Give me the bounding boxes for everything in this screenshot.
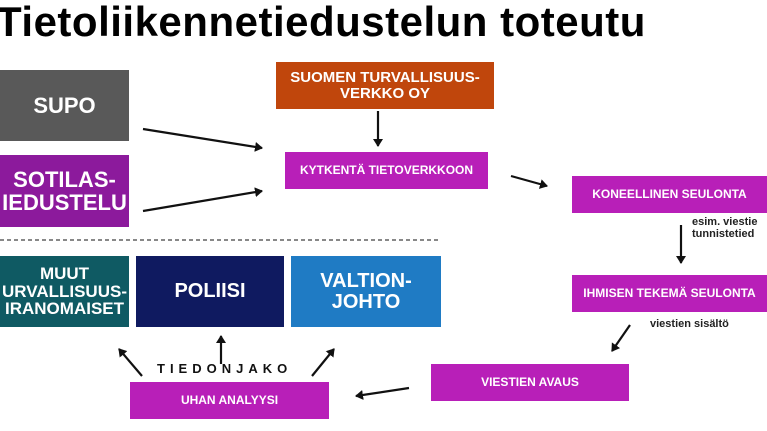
- turvallisuusverkko-label-line1: SUOMEN TURVALLISUUS-: [290, 68, 480, 86]
- page-title: Tietoliikennetiedustelun toteutu: [0, 0, 646, 45]
- tiedonjako-label: TIEDONJAKO: [157, 361, 293, 376]
- arrow-sotilas-to-kytkenta: [142, 187, 263, 213]
- kytkenta-box: KYTKENTÄ TIETOVERKKOON: [285, 152, 488, 189]
- sotilastiedustelu-label-line1: SOTILAS-: [13, 166, 116, 192]
- arrow-ihminen-to-avaus: [611, 324, 631, 352]
- muut-viranomaiset-label-line2: URVALLISUUS-: [2, 281, 127, 301]
- esim-annotation-line2: tunnistetied: [692, 228, 755, 240]
- sisalto-annotation: viestien sisältö: [650, 318, 729, 330]
- turvallisuusverkko-label-line2: VERKKO OY: [339, 84, 430, 102]
- koneellinen-seulonta-label: KONEELLINEN SEULONTA: [592, 187, 747, 202]
- poliisi-label: POLIISI: [174, 280, 246, 302]
- muut-viranomaiset-box: MUUT URVALLISUUS- IRANOMAISET: [0, 256, 129, 327]
- kytkenta-label: KYTKENTÄ TIETOVERKKOON: [299, 163, 474, 178]
- viestien-avaus-label: VIESTIEN AVAUS: [481, 375, 579, 390]
- koneellinen-seulonta-box: KONEELLINEN SEULONTA: [572, 176, 767, 213]
- sotilastiedustelu-box: SOTILAS- IEDUSTELU: [0, 155, 129, 227]
- arrow-uhan-to-muut: [118, 348, 143, 377]
- uhan-analyysi-box: UHAN ANALYYSI: [130, 382, 329, 419]
- arrow-supo-to-kytkenta: [142, 127, 263, 152]
- arrow-avaus-to-uhan: [355, 386, 410, 400]
- valtionjohto-label-line2: JOHTO: [331, 290, 401, 313]
- esim-annotation-line1: esim. viestie: [692, 216, 758, 228]
- turvallisuusverkko-box: SUOMEN TURVALLISUUS- VERKKO OY: [276, 62, 494, 109]
- muut-viranomaiset-label-line3: IRANOMAISET: [5, 299, 124, 319]
- valtionjohto-label-line1: VALTION-: [320, 269, 412, 292]
- supo-box: SUPO: [0, 70, 129, 141]
- viestien-avaus-box: VIESTIEN AVAUS: [431, 364, 629, 401]
- valtionjohto-box: VALTION- JOHTO: [291, 256, 441, 327]
- ihmisen-seulonta-box: IHMISEN TEKEMÄ SEULONTA: [572, 275, 767, 312]
- supo-label: SUPO: [33, 92, 96, 118]
- muut-viranomaiset-label-line1: MUUT: [39, 263, 90, 283]
- arrow-uhan-to-valtionjohto: [311, 348, 335, 377]
- esim-annotation: esim. viestie tunnistetied: [692, 216, 757, 240]
- uhan-analyysi-label: UHAN ANALYYSI: [180, 393, 279, 408]
- sotilastiedustelu-label-line2: IEDUSTELU: [2, 190, 127, 215]
- arrow-kytkenta-to-koneellinen: [510, 174, 548, 189]
- poliisi-box: POLIISI: [136, 256, 284, 327]
- ihmisen-seulonta-label: IHMISEN TEKEMÄ SEULONTA: [583, 286, 756, 301]
